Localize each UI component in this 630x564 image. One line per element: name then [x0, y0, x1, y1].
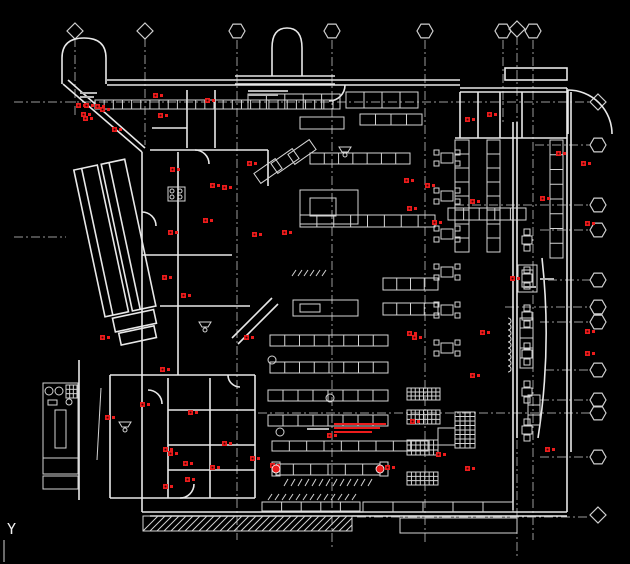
- layer-grid-bubbles: [66, 20, 607, 524]
- layer-furniture: [3, 91, 564, 562]
- layer-red-markers: [76, 93, 595, 489]
- ucs-y-axis-label: Y: [7, 520, 16, 538]
- layer-micro-text: [80, 90, 554, 430]
- layer-walls: [61, 27, 613, 517]
